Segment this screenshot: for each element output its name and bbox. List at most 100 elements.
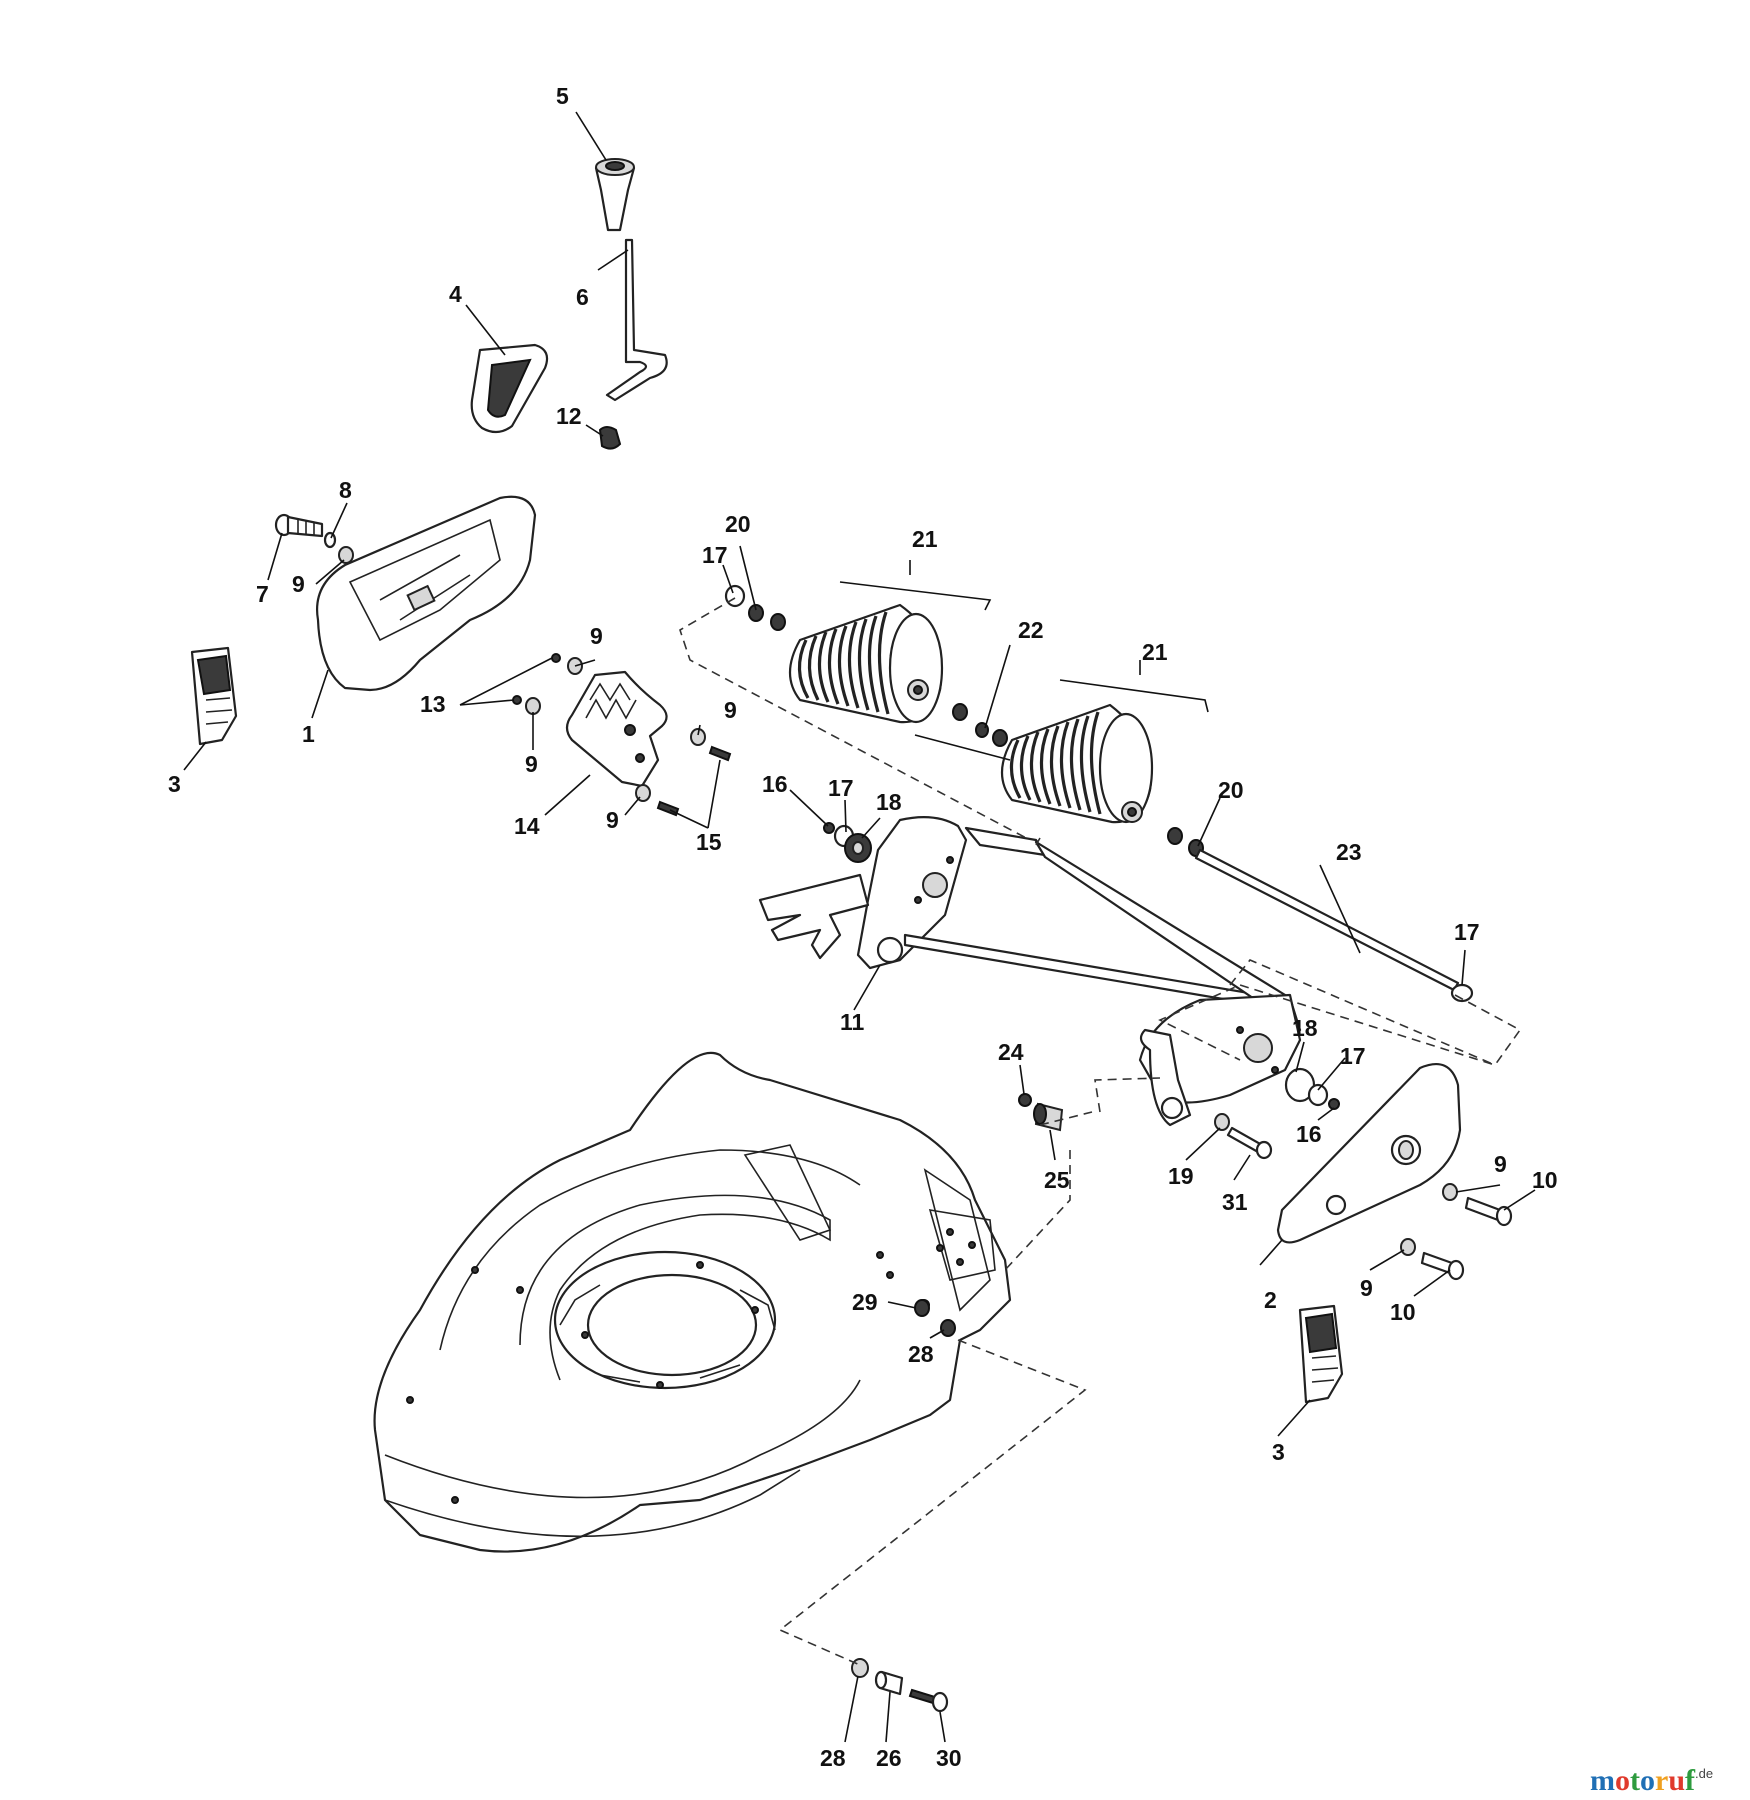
washer-28-deck <box>940 1319 956 1337</box>
bearing-mid-a <box>952 703 968 721</box>
wm-letter-t: t <box>1630 1764 1640 1797</box>
mower-deck <box>373 1051 1012 1553</box>
washer-9-right-b <box>1400 1238 1416 1256</box>
washer-17-lower <box>1307 1083 1329 1107</box>
washer-17-upper <box>724 584 746 608</box>
deck-motor-opening <box>553 1250 777 1390</box>
carry-handle-grip <box>470 343 549 434</box>
callout-16-lower: 16 <box>1296 1121 1322 1147</box>
callout-26: 26 <box>876 1745 902 1771</box>
washer-8 <box>323 531 337 549</box>
wm-letter-f: f <box>1685 1764 1696 1797</box>
front-roller-right <box>1001 703 1154 824</box>
wm-suffix: .de <box>1695 1766 1713 1781</box>
callout-22: 22 <box>1018 617 1044 643</box>
roller-grooves-right <box>1009 711 1102 815</box>
bolt-31 <box>1226 1126 1273 1160</box>
callout-9-right-b: 9 <box>1360 1275 1373 1301</box>
callout-8: 8 <box>339 477 352 503</box>
callout-17-frame: 17 <box>828 775 854 801</box>
callout-6: 6 <box>576 284 589 310</box>
callout-23: 23 <box>1336 839 1362 865</box>
callout-15: 15 <box>696 829 722 855</box>
wm-letter-m: m <box>1590 1764 1615 1797</box>
washer-9-right-a <box>1442 1183 1458 1201</box>
nut-29 <box>914 1299 930 1317</box>
screw-15a <box>708 745 732 762</box>
washer-9-left <box>338 546 354 564</box>
callout-3-right: 3 <box>1272 1439 1285 1465</box>
bolt-30 <box>908 1688 949 1713</box>
callout-16-upper: 16 <box>762 771 788 797</box>
roller-grooves-left <box>797 611 890 715</box>
height-adjust-rod <box>605 238 668 402</box>
callout-24: 24 <box>998 1039 1024 1065</box>
callout-13: 13 <box>420 691 446 717</box>
bearing-20-upper-b <box>770 613 786 631</box>
callout-29: 29 <box>852 1289 878 1315</box>
nut-13b <box>512 695 522 705</box>
callout-1: 1 <box>302 721 315 747</box>
bearing-lower-a <box>1167 827 1183 845</box>
side-flap-left <box>190 646 238 746</box>
callout-3-left: 3 <box>168 771 181 797</box>
assembly-lines <box>679 597 1522 1666</box>
rear-cover-left <box>316 495 537 692</box>
callout-25: 25 <box>1044 1167 1070 1193</box>
bushing-18-upper <box>844 833 872 863</box>
rod-clip <box>598 426 622 450</box>
callout-11: 11 <box>840 1009 865 1035</box>
washer-9c <box>525 697 541 715</box>
callout-17-upper: 17 <box>702 542 728 568</box>
watermark-logo: motoruf.de <box>1590 1764 1713 1797</box>
callout-9-bracket-left: 9 <box>525 751 538 777</box>
callout-9-bracket-bottom: 9 <box>606 807 619 833</box>
rear-cover-right <box>1276 1063 1462 1244</box>
wm-letter-o1: o <box>1615 1764 1630 1797</box>
callout-17-axle: 17 <box>1454 919 1480 945</box>
callout-7: 7 <box>256 581 269 607</box>
wm-letter-r: r <box>1655 1764 1668 1797</box>
nut-13a <box>551 653 561 663</box>
callout-9-bracket-top: 9 <box>590 623 603 649</box>
callout-10-b: 10 <box>1390 1299 1416 1325</box>
leader-lines <box>183 111 1536 1743</box>
spacer-26 <box>874 1670 904 1696</box>
callout-17-lower: 17 <box>1340 1043 1366 1069</box>
bolt-7 <box>274 513 324 538</box>
washer-9d <box>690 728 706 746</box>
height-adjust-knob <box>594 158 636 232</box>
callout-9-left: 9 <box>292 571 305 597</box>
wm-letter-o2: o <box>1640 1764 1655 1797</box>
callout-20-upper: 20 <box>725 511 751 537</box>
bolt-10a <box>1464 1196 1513 1227</box>
callout-18-upper: 18 <box>876 789 902 815</box>
callout-28-bottom: 28 <box>820 1745 846 1771</box>
callout-30: 30 <box>936 1745 962 1771</box>
side-flap-right <box>1298 1304 1344 1404</box>
callout-5: 5 <box>556 83 569 109</box>
washer-19 <box>1214 1113 1230 1131</box>
bearing-mid-b <box>992 729 1008 747</box>
callout-14: 14 <box>514 813 540 839</box>
callout-9-right-a: 9 <box>1494 1151 1507 1177</box>
callout-21-upper: 21 <box>912 526 938 552</box>
callout-18-lower: 18 <box>1292 1015 1318 1041</box>
roller-carrier-frame <box>758 815 1302 1127</box>
wm-letter-u: u <box>1668 1764 1685 1797</box>
callout-28-deck: 28 <box>908 1341 934 1367</box>
callout-labels: 5 6 4 12 8 7 9 1 3 17 20 9 13 9 14 9 9 1… <box>168 83 1558 1771</box>
callout-4: 4 <box>449 281 462 307</box>
callout-20-lower: 20 <box>1218 777 1244 803</box>
nut-24 <box>1018 1093 1032 1107</box>
callout-21-lower: 21 <box>1142 639 1168 665</box>
callout-10-a: 10 <box>1532 1167 1558 1193</box>
height-adjust-bracket <box>565 670 668 788</box>
callout-9-bracket-right: 9 <box>724 697 737 723</box>
bearing-20-upper <box>748 604 764 622</box>
callout-12: 12 <box>556 403 582 429</box>
pivot-bush-25 <box>1033 1102 1064 1132</box>
callout-19: 19 <box>1168 1163 1194 1189</box>
front-roller-left <box>789 603 944 724</box>
